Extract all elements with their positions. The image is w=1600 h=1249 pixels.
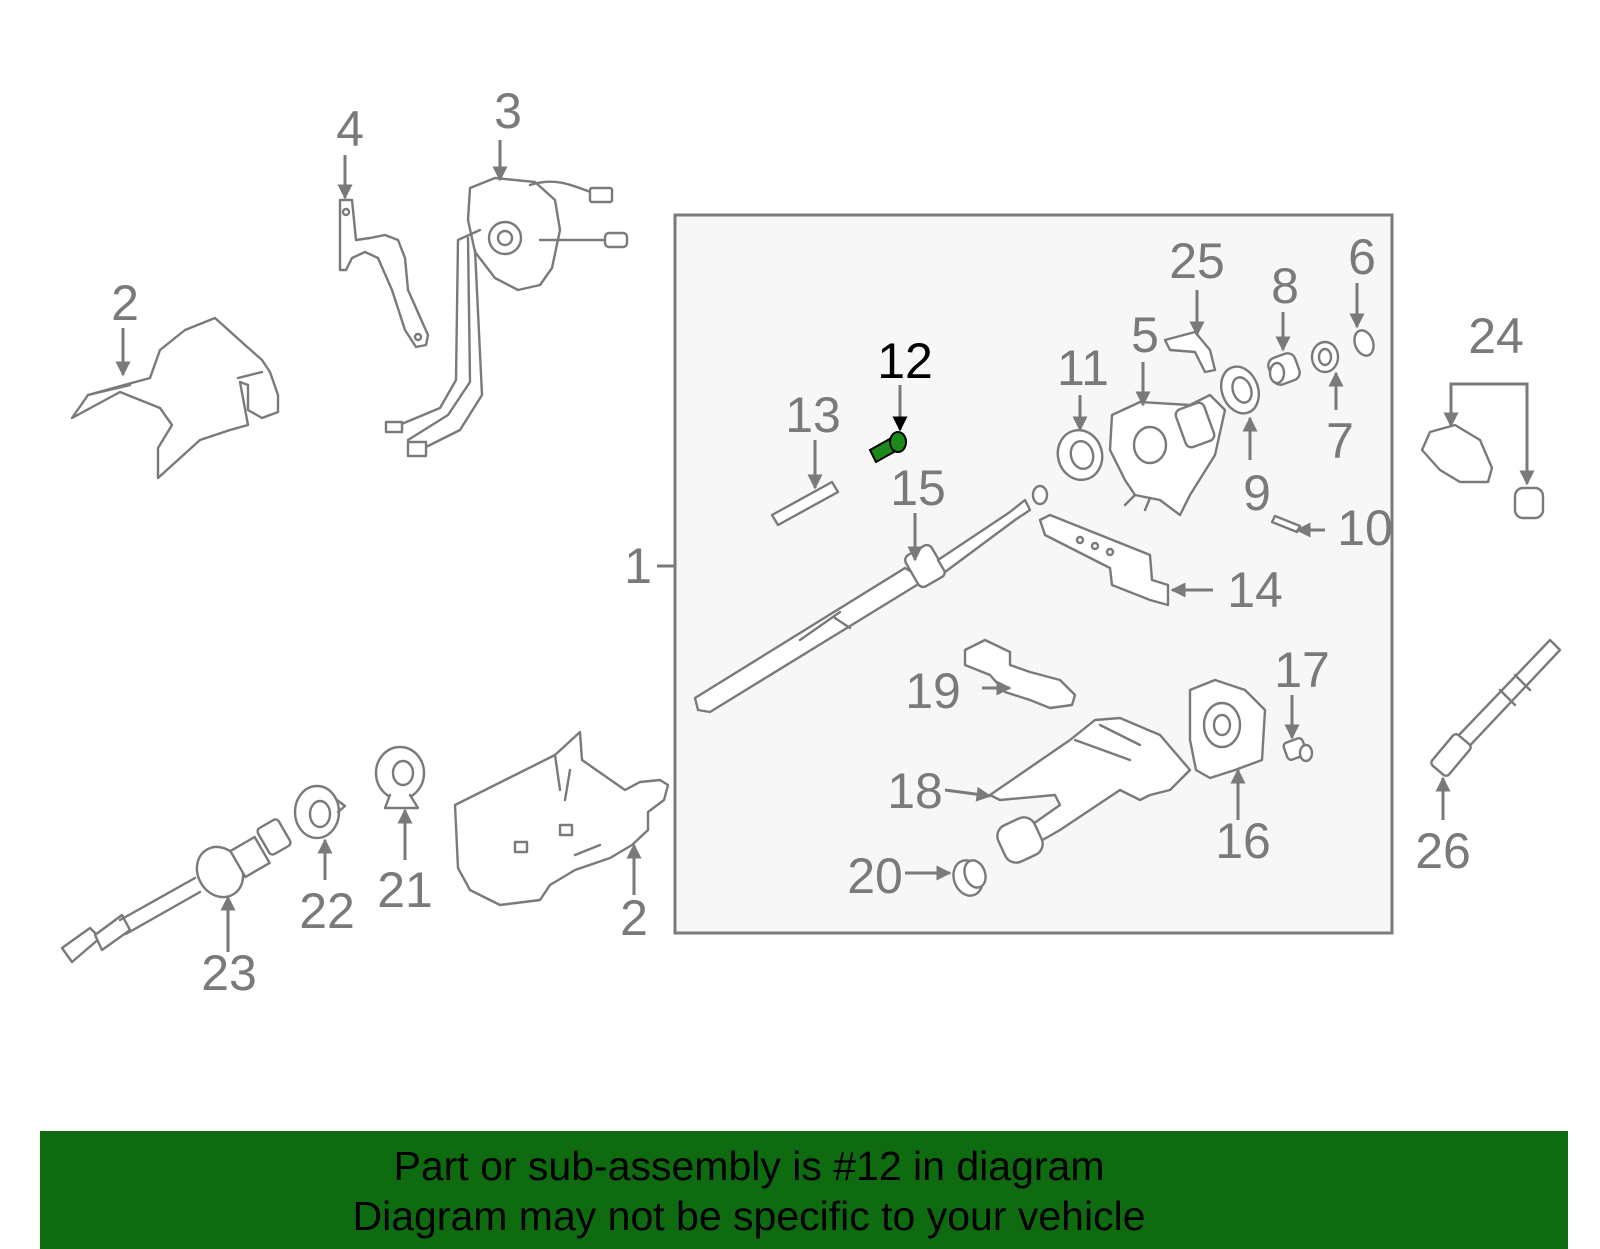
- lock-housing-part: [1108, 393, 1227, 517]
- pin-part: [770, 480, 840, 527]
- callout-arrows: [115, 140, 1535, 952]
- callout-5: 5: [1131, 307, 1159, 363]
- nut-part: [1282, 737, 1314, 763]
- callout-9: 9: [1243, 465, 1271, 521]
- upper-shroud-part: [70, 316, 280, 480]
- callout-4: 4: [336, 101, 364, 157]
- washer-part: [293, 784, 347, 840]
- support-part: [1188, 678, 1267, 780]
- callout-2-lower: 2: [620, 890, 648, 946]
- callout-10: 10: [1337, 500, 1393, 556]
- switch-part: [1420, 423, 1545, 520]
- callout-8: 8: [1271, 258, 1299, 314]
- callout-18: 18: [887, 763, 943, 819]
- lever-part: [1038, 513, 1170, 607]
- banner-line-2: Diagram may not be specific to your vehi…: [352, 1193, 1146, 1239]
- callout-16: 16: [1215, 813, 1271, 869]
- callout-21: 21: [377, 862, 433, 918]
- bearing-part: [374, 745, 426, 810]
- callout-19: 19: [905, 663, 961, 719]
- assembly-box: [673, 213, 1394, 935]
- bracket-part: [338, 198, 430, 349]
- spacer-part: [1310, 340, 1340, 374]
- parts-diagram: 1 2 2 3 4 5 6 7 8 9 10 11 12 13 14 15 16…: [60, 83, 1562, 1001]
- callout-17: 17: [1274, 642, 1330, 698]
- seal-part: [1056, 428, 1104, 482]
- plate-part: [963, 638, 1077, 710]
- callout-22: 22: [299, 883, 355, 939]
- lower-shaft-part: [1430, 638, 1562, 777]
- banner-line-1: Part or sub-assembly is #12 in diagram: [393, 1143, 1105, 1189]
- callout-23: 23: [201, 945, 257, 1001]
- callout-7: 7: [1326, 413, 1354, 469]
- highlighted-bolt-part: [868, 431, 907, 464]
- callout-14: 14: [1227, 562, 1283, 618]
- bushing-part: [1267, 352, 1301, 386]
- callout-15: 15: [890, 460, 946, 516]
- callout-1: 1: [624, 538, 652, 594]
- callout-24: 24: [1468, 308, 1524, 364]
- callout-2-upper: 2: [111, 275, 139, 331]
- tilt-bracket-part: [988, 716, 1192, 864]
- callout-13: 13: [785, 387, 841, 443]
- intermediate-shaft-part: [60, 818, 292, 964]
- callout-labels: 1 2 2 3 4 5 6 7 8 9 10 11 12 13 14 15 16…: [111, 83, 1524, 1001]
- callout-20: 20: [847, 848, 903, 904]
- notice-banner: Part or sub-assembly is #12 in diagram D…: [40, 1131, 1568, 1249]
- bushing-small-part: [952, 859, 987, 897]
- switch-assembly-part: [384, 176, 629, 458]
- callout-6: 6: [1348, 229, 1376, 285]
- callout-3: 3: [494, 83, 522, 139]
- callout-26: 26: [1415, 823, 1471, 879]
- ring-part: [1219, 365, 1261, 415]
- callout-12-highlighted: 12: [877, 333, 933, 389]
- lower-shroud-part: [453, 730, 670, 907]
- callout-25: 25: [1169, 233, 1225, 289]
- callout-11: 11: [1057, 340, 1109, 396]
- o-ring-part: [1353, 329, 1375, 357]
